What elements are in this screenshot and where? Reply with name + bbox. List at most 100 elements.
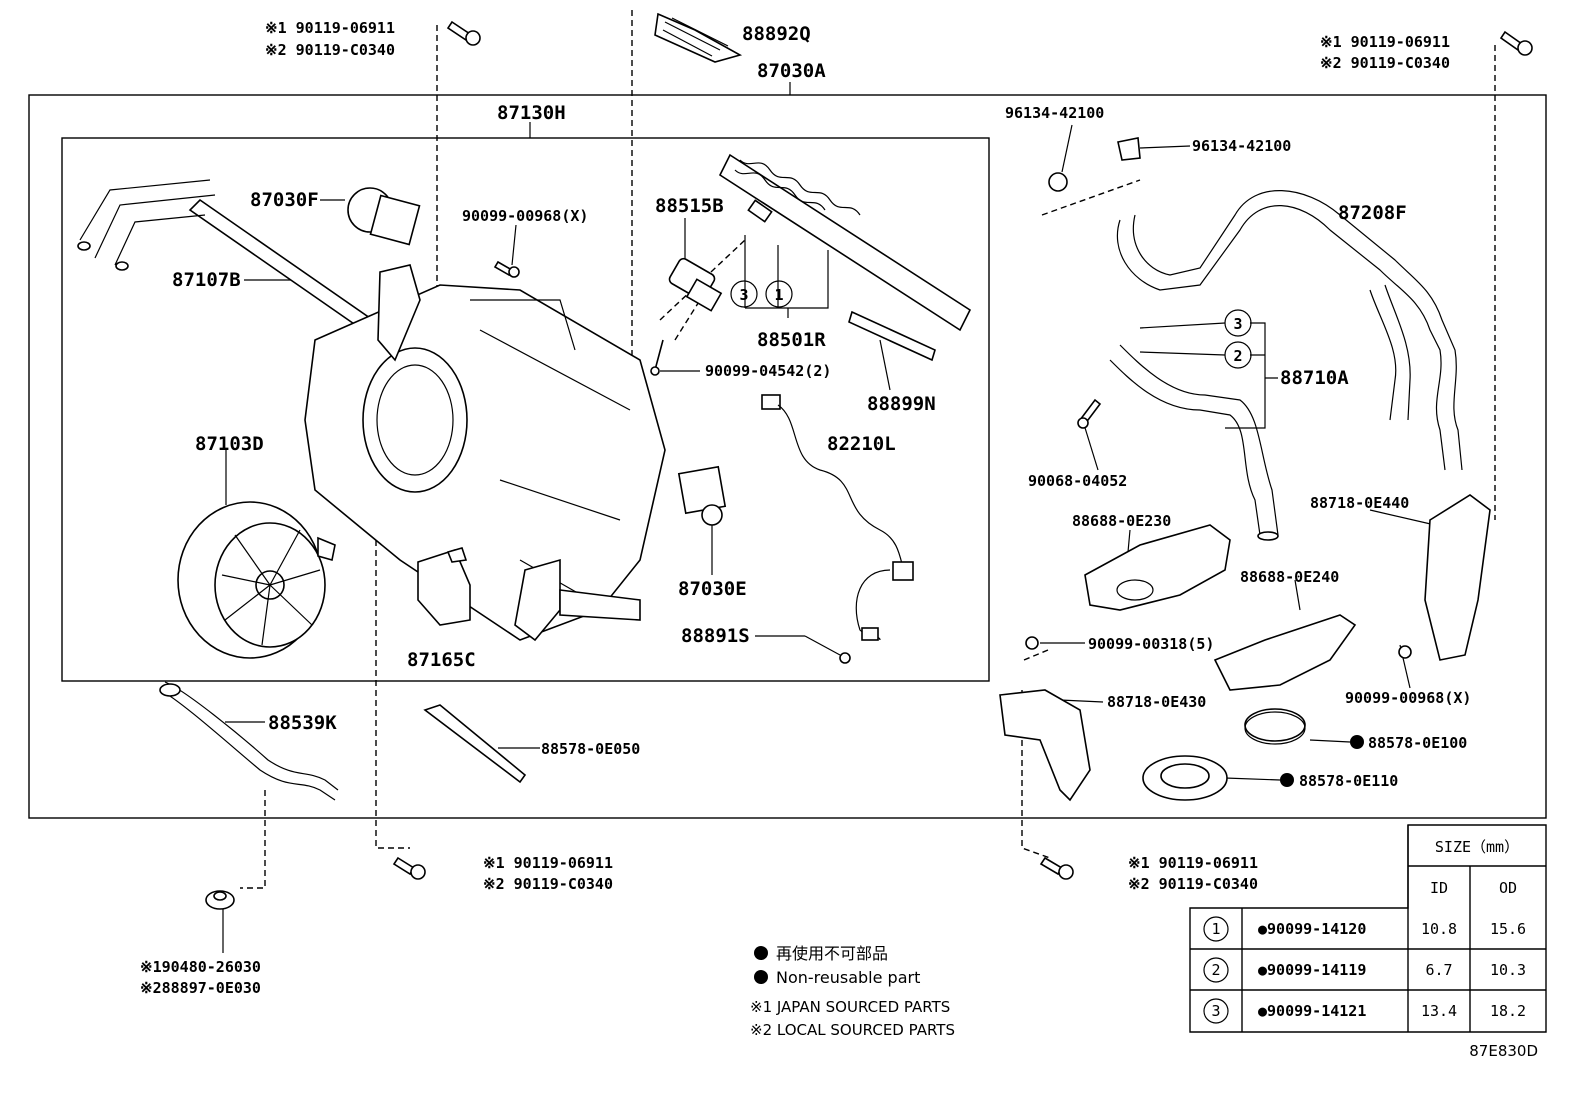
diagram-code: 87E830D [1469, 1042, 1538, 1060]
part-label: 87107B [172, 269, 241, 291]
legend-japan-sourced: ※1 JAPAN SOURCED PARTS [750, 998, 950, 1016]
part-label: 88578-0E110 [1299, 772, 1398, 790]
drain-hose-icon [159, 681, 339, 801]
legend-nonreusable-text: Non-reusable part [776, 968, 920, 987]
bolt-icon [446, 20, 481, 46]
seal-icon [1244, 708, 1306, 745]
filter-icon [654, 12, 743, 63]
blower-fan-icon [177, 501, 336, 659]
ref-circle-3: 3 [730, 280, 758, 308]
grommet-label-2: ※288897-0E030 [140, 979, 261, 997]
svg-text:18.2: 18.2 [1490, 1002, 1526, 1020]
table-row: 1 ●90099-14120 10.8 15.6 [1203, 916, 1526, 942]
bolt-label-2: ※2 90119-C0340 [265, 41, 395, 59]
part-label: 87165C [407, 649, 476, 671]
bracket-icon [848, 310, 936, 362]
resistor-icon [417, 547, 471, 626]
part-label: 87030F [250, 189, 319, 211]
part-label: 88892Q [742, 23, 811, 45]
svg-text:1: 1 [774, 286, 783, 304]
table-title: SIZE（mm） [1435, 838, 1519, 856]
svg-text:15.6: 15.6 [1490, 920, 1526, 938]
svg-text:3: 3 [739, 286, 748, 304]
duct-icon [1213, 614, 1357, 691]
bolt-label-1: ※1 90119-06911 [1128, 854, 1258, 872]
nonreusable-dot-icon [754, 946, 768, 960]
legend-jp-text: 再使用不可部品 [776, 944, 888, 963]
part-label: 88688-0E240 [1240, 568, 1339, 586]
part-label: 88539K [268, 712, 337, 734]
part-label: 88899N [867, 393, 936, 415]
part-label: 82210L [827, 433, 896, 455]
svg-text:10.8: 10.8 [1421, 920, 1457, 938]
bolt-icon [1077, 398, 1102, 429]
grommet-icon [205, 890, 235, 910]
sensor-wire-icon [761, 394, 914, 641]
evaporator-icon [718, 153, 972, 332]
size-table: SIZE（mm） ID OD 1 ●90099-14120 10.8 15.6 … [1189, 824, 1547, 1033]
inner-assembly-frame [61, 137, 990, 682]
table-col-id: ID [1430, 879, 1448, 897]
part-label: 90099-00968(X) [462, 207, 588, 225]
part-label: 88891S [681, 625, 750, 647]
part-label: 88718-0E430 [1107, 693, 1206, 711]
svg-text:13.4: 13.4 [1421, 1002, 1457, 1020]
bolt-icon [1499, 30, 1533, 56]
part-label: 87030A [757, 60, 826, 82]
legend-local-sourced: ※2 LOCAL SOURCED PARTS [750, 1021, 955, 1039]
bolt-icon [1039, 856, 1074, 880]
part-label: 87208F [1338, 202, 1407, 224]
part-label: 88718-0E440 [1310, 494, 1409, 512]
bracket-icon [1424, 494, 1491, 661]
outer-assembly-frame [28, 94, 1547, 819]
nonreusable-dot-icon [754, 970, 768, 984]
part-label: 90099-00968(X) [1345, 689, 1471, 707]
svg-text:3: 3 [1233, 315, 1242, 333]
screw-icon [1025, 636, 1412, 659]
nonreusable-dot-icon [1350, 735, 1364, 749]
svg-text:2: 2 [1233, 347, 1242, 365]
table-row: 3 ●90099-14121 13.4 18.2 [1203, 998, 1526, 1024]
part-label: 96134-42100 [1005, 104, 1104, 122]
part-label: 88710A [1280, 367, 1349, 389]
bolt-label-1: ※1 90119-06911 [483, 854, 613, 872]
dashed-leaders [240, 10, 1496, 889]
part-label: 90099-04542(2) [705, 362, 831, 380]
nonreusable-dot-icon [1280, 773, 1294, 787]
svg-text:2: 2 [1211, 961, 1220, 979]
svg-text:●90099-14121: ●90099-14121 [1258, 1002, 1366, 1020]
bracket-icon [999, 689, 1091, 802]
duct-icon [1084, 524, 1231, 611]
bolt-label-2: ※2 90119-C0340 [1128, 875, 1258, 893]
bolt-label-1: ※1 90119-06911 [265, 19, 395, 37]
ref-circle-1: 1 [765, 280, 793, 308]
part-label: 87130H [497, 102, 566, 124]
ref-circle-3: 3 [1224, 309, 1252, 337]
heater-core-icon [77, 179, 382, 337]
bolt-label-1: ※1 90119-06911 [1320, 33, 1450, 51]
servo-motor-icon [677, 465, 727, 526]
part-label: 87103D [195, 433, 264, 455]
part-label: 88515B [655, 195, 724, 217]
bolt-label-2: ※2 90119-C0340 [483, 875, 613, 893]
svg-text:10.3: 10.3 [1490, 961, 1526, 979]
svg-text:1: 1 [1211, 920, 1220, 938]
table-row: 2 ●90099-14119 6.7 10.3 [1203, 957, 1526, 983]
part-label: 96134-42100 [1192, 137, 1291, 155]
svg-text:6.7: 6.7 [1425, 961, 1452, 979]
part-labels: ※1 90119-06911 ※2 90119-C0340 88892Q 870… [140, 19, 1471, 997]
part-label: 87030E [678, 578, 747, 600]
grommet-label-1: ※190480-26030 [140, 958, 261, 976]
svg-text:●90099-14119: ●90099-14119 [1258, 961, 1366, 979]
temp-sensor-icon [804, 635, 851, 664]
clamp-icon [1048, 137, 1141, 192]
valve-icon [650, 257, 723, 376]
part-label: 90068-04052 [1028, 472, 1127, 490]
servo-motor-icon [347, 187, 421, 246]
ref-circle-2: 2 [1224, 341, 1252, 369]
table-col-od: OD [1499, 879, 1517, 897]
part-label: 88578-0E100 [1368, 734, 1467, 752]
svg-text:●90099-14120: ●90099-14120 [1258, 920, 1366, 938]
seal-strip-icon [423, 704, 527, 784]
